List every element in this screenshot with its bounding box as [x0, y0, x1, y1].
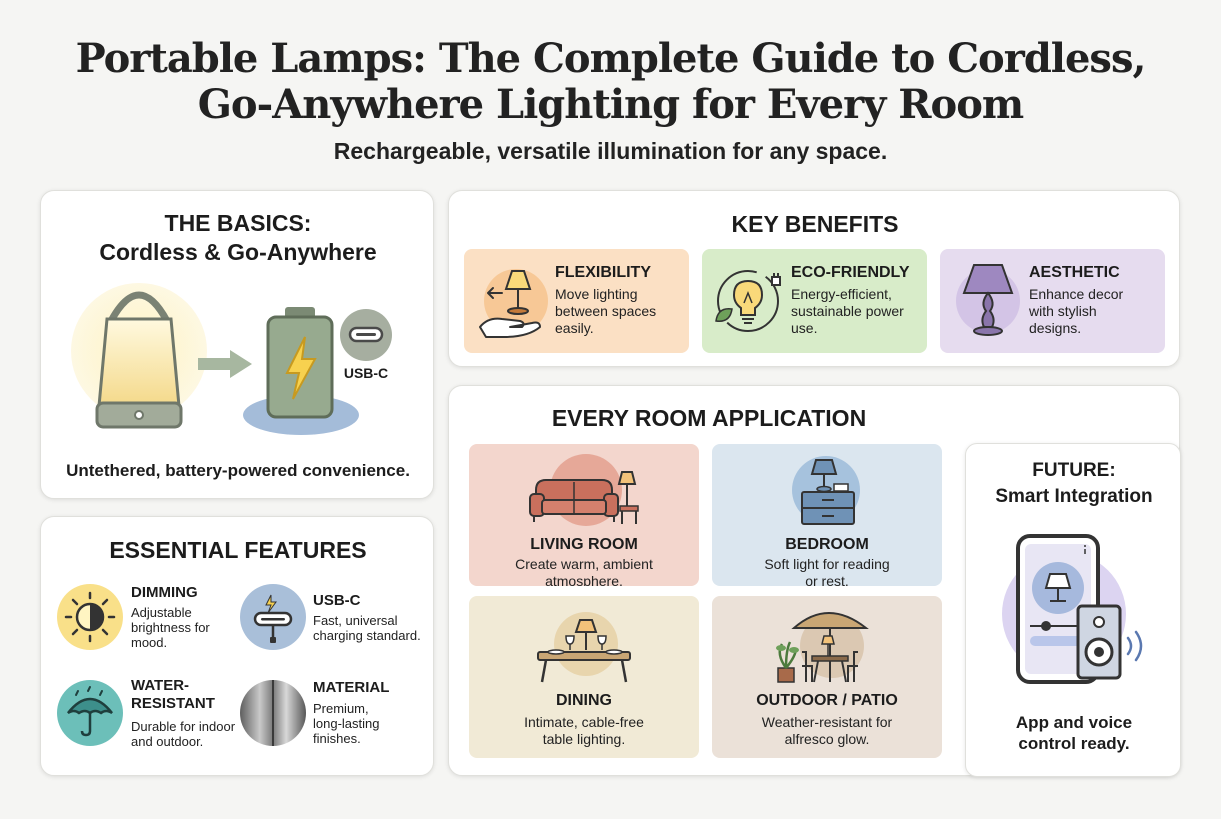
- benefit-aesthetic-desc1: Enhance decor: [1029, 286, 1124, 302]
- basics-heading: THE BASICS: Cordless & Go-Anywhere: [41, 209, 435, 267]
- benefit-eco-desc3: use.: [791, 320, 818, 336]
- charging-arrow-icon: [198, 350, 252, 378]
- feature-dimming-desc3: mood.: [131, 635, 168, 650]
- future-caption: App and voice control ready.: [966, 712, 1182, 754]
- room-bedroom-desc2: or rest.: [805, 573, 849, 586]
- table-lamp-icon: [956, 264, 1020, 336]
- room-bedroom-tile: BEDROOM Soft light for reading or rest.: [712, 444, 942, 586]
- benefit-eco-friendly-title: ECO-FRIENDLY: [791, 264, 910, 281]
- benefit-eco-desc1: Energy-efficient,: [791, 286, 892, 302]
- room-living-desc1: Create warm, ambient: [515, 556, 653, 572]
- room-dining-desc2: table lighting.: [542, 731, 626, 747]
- feature-dimming-desc2: brightness for: [131, 620, 210, 635]
- rooms-heading: EVERY ROOM APPLICATION: [551, 405, 867, 431]
- nightstand-lamp-icon: [792, 456, 860, 525]
- benefit-flexibility-title: FLEXIBILITY: [555, 264, 651, 281]
- sun-half-icon: [57, 584, 123, 650]
- room-living-desc: Create warm, ambient atmosphere.: [469, 556, 699, 586]
- title-line-1: Portable Lamps: The Complete Guide to Co…: [75, 35, 1147, 82]
- future-heading-line2: Smart Integration: [995, 486, 1153, 507]
- feature-dimming-desc1: Adjustable: [131, 605, 192, 620]
- feature-water-resistant-title: WATER- RESISTANT: [131, 677, 215, 713]
- benefit-eco-friendly-tile: ECO-FRIENDLY Energy-efficient, sustainab…: [702, 249, 927, 353]
- basics-heading-line2: Cordless & Go-Anywhere: [99, 239, 377, 265]
- dining-table-icon: [537, 612, 631, 683]
- features-card: ESSENTIAL FEATURES DIMMING Adjustable br…: [40, 516, 434, 776]
- umbrella-rain-icon: [57, 680, 123, 746]
- benefit-flexibility-desc2: between spaces: [555, 303, 657, 319]
- feature-water-desc2: and outdoor.: [131, 734, 204, 749]
- future-heading-line1: FUTURE:: [1032, 460, 1116, 481]
- room-living-desc2: atmosphere.: [545, 573, 623, 586]
- room-living-title: LIVING ROOM: [530, 536, 638, 553]
- feature-usb-c-desc2: charging standard.: [313, 628, 421, 643]
- benefit-flexibility-desc3: easily.: [555, 320, 594, 336]
- patio-umbrella-icon: [776, 612, 869, 683]
- benefit-flexibility-desc: Move lighting between spaces easily.: [555, 286, 656, 337]
- benefit-aesthetic-tile: AESTHETIC Enhance decor with stylish des…: [940, 249, 1165, 353]
- usb-c-port-icon: [340, 309, 392, 361]
- room-outdoor-desc2: alfresco glow.: [784, 731, 870, 747]
- room-outdoor-tile: OUTDOOR / PATIO Weather-resistant for al…: [712, 596, 942, 758]
- room-dining-desc: Intimate, cable-free table lighting.: [469, 714, 699, 748]
- features-heading: ESSENTIAL FEATURES: [109, 537, 367, 563]
- feature-dimming-desc: Adjustable brightness for mood.: [131, 605, 210, 650]
- basics-card: THE BASICS: Cordless & Go-Anywhere: [40, 190, 434, 499]
- glowing-lantern-icon: [71, 283, 207, 429]
- feature-water-desc1: Durable for indoor: [131, 719, 236, 734]
- rooms-card: EVERY ROOM APPLICATION LIVING ROOM Creat…: [448, 385, 1181, 777]
- usb-c-cable-icon: [240, 584, 306, 650]
- future-heading: FUTURE: Smart Integration: [966, 458, 1182, 510]
- future-caption-line2: control ready.: [1018, 734, 1130, 753]
- basics-heading-line1: THE BASICS:: [164, 210, 312, 236]
- room-bedroom-desc1: Soft light for reading: [764, 556, 890, 572]
- feature-material-desc1: Premium,: [313, 701, 369, 716]
- hand-lamp-icon: [479, 269, 548, 338]
- benefit-eco-desc2: sustainable power: [791, 303, 904, 319]
- page-subtitle: Rechargeable, versatile illumination for…: [333, 138, 888, 164]
- room-dining-tile: DINING Intimate, cable-free table lighti…: [469, 596, 699, 758]
- benefit-flexibility-desc1: Move lighting: [555, 286, 638, 302]
- sofa-icon: [529, 454, 639, 526]
- benefits-card: KEY BENEFITS FLEXIBILITY Move lighting b…: [448, 190, 1180, 367]
- feature-material-desc3: finishes.: [313, 731, 361, 746]
- feature-usb-c-title: USB-C: [313, 592, 361, 609]
- feature-material-title: MATERIAL: [313, 679, 390, 696]
- smartphone-speaker-icon: [1002, 534, 1143, 684]
- feature-water-title2: RESISTANT: [131, 695, 215, 712]
- room-outdoor-title: OUTDOOR / PATIO: [756, 692, 898, 709]
- title-line-2: Go-Anywhere Lighting for Every Room: [197, 81, 1024, 128]
- benefits-heading: KEY BENEFITS: [731, 211, 899, 237]
- room-outdoor-desc: Weather-resistant for alfresco glow.: [712, 714, 942, 748]
- benefit-aesthetic-desc3: designs.: [1029, 320, 1082, 336]
- future-caption-line1: App and voice: [1015, 713, 1133, 732]
- feature-material-desc: Premium, long-lasting finishes.: [313, 701, 380, 746]
- feature-usb-c-desc1: Fast, universal: [313, 613, 398, 628]
- room-dining-desc1: Intimate, cable-free: [524, 714, 644, 730]
- future-card: FUTURE: Smart Integration App and voice …: [965, 443, 1181, 777]
- battery-icon: [243, 307, 359, 435]
- feature-water-resistant-desc: Durable for indoor and outdoor.: [131, 719, 235, 749]
- benefit-aesthetic-desc: Enhance decor with stylish designs.: [1029, 286, 1123, 337]
- brushed-metal-icon: [240, 680, 306, 746]
- page-title: Portable Lamps: The Complete Guide to Co…: [0, 36, 1221, 128]
- feature-dimming-title: DIMMING: [131, 584, 198, 601]
- usb-c-label: USB-C: [343, 365, 389, 381]
- room-bedroom-title: BEDROOM: [785, 536, 869, 553]
- feature-usb-c-desc: Fast, universal charging standard.: [313, 613, 421, 643]
- eco-bulb-icon: [715, 270, 781, 332]
- room-outdoor-desc1: Weather-resistant for: [761, 714, 893, 730]
- benefit-aesthetic-title: AESTHETIC: [1029, 264, 1120, 281]
- feature-material-desc2: long-lasting: [313, 716, 380, 731]
- benefit-flexibility-tile: FLEXIBILITY Move lighting between spaces…: [464, 249, 689, 353]
- benefit-eco-friendly-desc: Energy-efficient, sustainable power use.: [791, 286, 904, 337]
- benefit-aesthetic-desc2: with stylish: [1029, 303, 1097, 319]
- room-living-tile: LIVING ROOM Create warm, ambient atmosph…: [469, 444, 699, 586]
- basics-caption: Untethered, battery-powered convenience.: [66, 461, 410, 480]
- room-dining-title: DINING: [556, 692, 612, 709]
- feature-water-title1: WATER-: [131, 677, 190, 694]
- room-bedroom-desc: Soft light for reading or rest.: [712, 556, 942, 586]
